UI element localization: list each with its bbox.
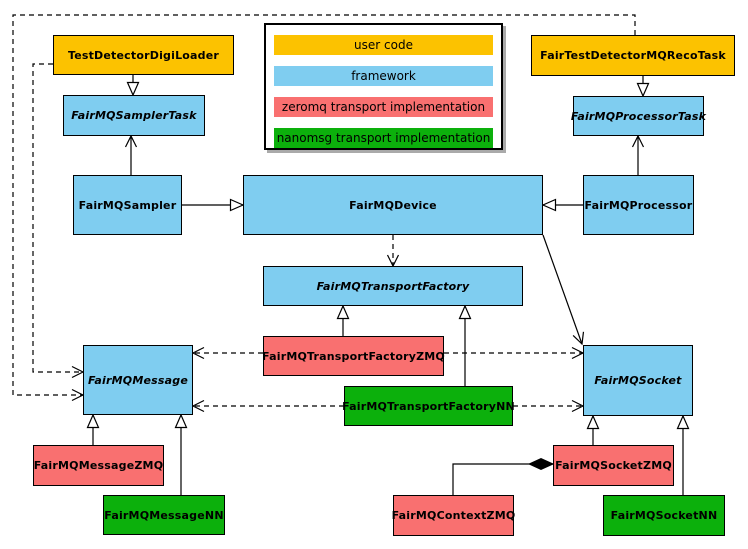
legend: user code framework zeromq transport imple…: [264, 23, 503, 150]
legend-label: framework: [351, 69, 416, 83]
legend-label: user code: [354, 38, 413, 52]
legend-item-user_code: user code: [274, 35, 493, 55]
edge-digiloader-to-message: [32, 63, 85, 379]
edge-contextzmq-composes-socketzmq: [452, 464, 553, 495]
legend-label: zeromq transport implementation: [281, 100, 486, 114]
legend-label: nanomsg transport implementation: [276, 131, 491, 145]
edge-recotask-to-message: [12, 14, 636, 402]
legend-item-zeromq: zeromq transport implementation: [274, 97, 493, 117]
edge-device-to-socket: [542, 234, 585, 346]
legend-item-framework: framework: [274, 66, 493, 86]
legend-item-nanomsg: nanomsg transport implementation: [274, 128, 493, 148]
